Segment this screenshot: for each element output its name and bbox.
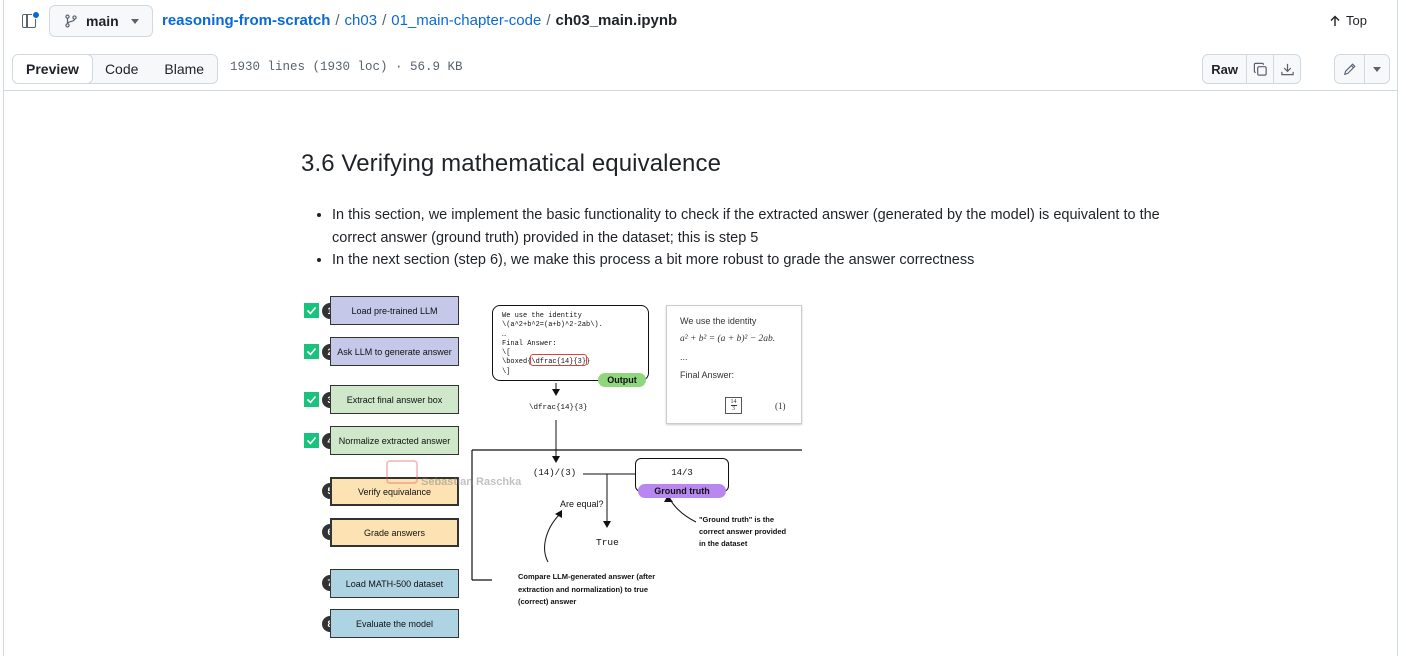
output-line: \] (502, 367, 511, 376)
branch-name: main (86, 13, 119, 29)
ground-truth-value: 14/3 (671, 468, 693, 478)
copy-button[interactable] (1246, 55, 1273, 83)
breadcrumb-separator: / (335, 12, 340, 29)
chevron-down-icon (130, 18, 139, 24)
file-header: Preview Code Blame 1930 lines (1930 loc)… (4, 46, 1397, 91)
copy-icon (1253, 62, 1267, 76)
rendered-output-box: We use the identity a² + b² = (a + b)² −… (666, 305, 802, 424)
extracted-answer: \dfrac{14}{3} (529, 404, 588, 412)
rendered-ellipsis: ... (680, 352, 688, 362)
top-bar: main reasoning-from-scratch / ch03 / 01_… (4, 0, 1397, 42)
comparison-note: Compare LLM-generated answer (after extr… (518, 572, 656, 606)
chevron-down-icon (1373, 66, 1381, 72)
notebook-markdown-cell: 3.6 Verifying mathematical equivalence I… (301, 150, 1201, 272)
arrow-up-icon (1330, 15, 1340, 26)
output-line: \boxed{\dfrac{14}{3}} (502, 358, 591, 367)
tab-preview[interactable]: Preview (13, 55, 93, 83)
figure-connectors (471, 383, 802, 581)
step-load-dataset: Load MATH-500 dataset (330, 569, 459, 598)
tab-blame[interactable]: Blame (164, 61, 205, 77)
output-line: \[ (502, 349, 511, 358)
checkmark-icon (304, 433, 319, 448)
output-line: \(a^2+b^2=(a+b)^2-2ab\). (502, 321, 603, 330)
section-heading: 3.6 Verifying mathematical equivalence (301, 150, 722, 177)
back-to-top-link[interactable]: Top (1329, 13, 1367, 28)
breadcrumb-repo-link[interactable]: reasoning-from-scratch (162, 12, 331, 29)
boxed-answer-highlight (530, 354, 587, 366)
normalized-answer: (14)/(3) (533, 468, 577, 478)
section-bullets: In this section, we implement the basic … (301, 204, 1201, 272)
breadcrumb: reasoning-from-scratch / ch03 / 01_main-… (162, 12, 677, 29)
rendered-final-label: Final Answer: (680, 370, 735, 380)
step-evaluate-model: Evaluate the model (330, 609, 459, 638)
file-actions: Raw (1202, 54, 1301, 84)
page-frame: main reasoning-from-scratch / ch03 / 01_… (3, 0, 1398, 656)
ground-truth-badge: Ground truth (638, 484, 726, 498)
breadcrumb-separator: / (546, 12, 551, 29)
output-line: Final Answer: (502, 339, 557, 348)
llm-output-box: We use the identity \(a^2+b^2=(a+b)^2-2a… (492, 305, 649, 381)
comparison-question: Are equal? (560, 499, 604, 509)
watermark-logo-icon (386, 460, 418, 484)
output-line: … (502, 330, 507, 339)
fraction-numerator: 14 (730, 399, 737, 406)
download-button[interactable] (1273, 55, 1300, 83)
list-item: In this section, we implement the basic … (332, 204, 1201, 249)
ground-truth-note: "Ground truth" is the correct answer pro… (699, 515, 787, 548)
pencil-icon (1343, 63, 1356, 76)
output-badge: Output (598, 373, 646, 387)
view-mode-tabs: Preview Code Blame (12, 54, 219, 84)
step-grade-answers: Grade answers (330, 518, 459, 547)
rendered-equation: a² + b² = (a + b)² − 2ab. (680, 334, 776, 344)
rendered-line: We use the identity (680, 316, 757, 326)
breadcrumb-folder-link[interactable]: ch03 (344, 12, 378, 29)
watermark-text: Sebastian Raschka (421, 476, 522, 488)
breadcrumb-separator: / (382, 12, 387, 29)
edit-dropdown-button[interactable] (1365, 55, 1389, 83)
checkmark-icon (304, 303, 319, 318)
equation-number: (1) (775, 401, 786, 411)
step-load-llm: Load pre-trained LLM (330, 296, 459, 325)
step-generate-answer: Ask LLM to generate answer (330, 337, 459, 366)
tab-code[interactable]: Code (104, 61, 139, 77)
file-info: 1930 lines (1930 loc) · 56.9 KB (230, 60, 463, 74)
edit-button[interactable] (1335, 55, 1365, 83)
step-verify-equivalence: Verify equivalance (330, 477, 459, 506)
step-extract-answer: Extract final answer box (330, 385, 459, 414)
fraction-denominator: 3 (732, 406, 735, 412)
branch-selector-button[interactable]: main (49, 5, 153, 37)
download-icon (1280, 63, 1294, 75)
back-to-top-label: Top (1346, 13, 1367, 28)
breadcrumb-current-file: ch03_main.ipynb (555, 12, 678, 29)
list-item: In the next section (step 6), we make th… (332, 249, 1201, 272)
git-branch-icon (65, 14, 77, 28)
output-line: We use the identity (502, 312, 582, 320)
raw-button[interactable]: Raw (1211, 61, 1238, 77)
step-normalize-answer: Normalize extracted answer (330, 426, 459, 455)
breadcrumb-folder-link[interactable]: 01_main-chapter-code (391, 12, 542, 29)
rendered-boxed-fraction: 14 3 (725, 397, 742, 414)
checkmark-icon (304, 344, 319, 359)
sidebar-toggle-icon[interactable] (20, 11, 40, 31)
workflow-figure: 1 Load pre-trained LLM 2 Ask LLM to gene… (302, 292, 812, 652)
edit-actions (1334, 54, 1390, 84)
comparison-result: True (596, 537, 619, 548)
checkmark-icon (304, 392, 319, 407)
